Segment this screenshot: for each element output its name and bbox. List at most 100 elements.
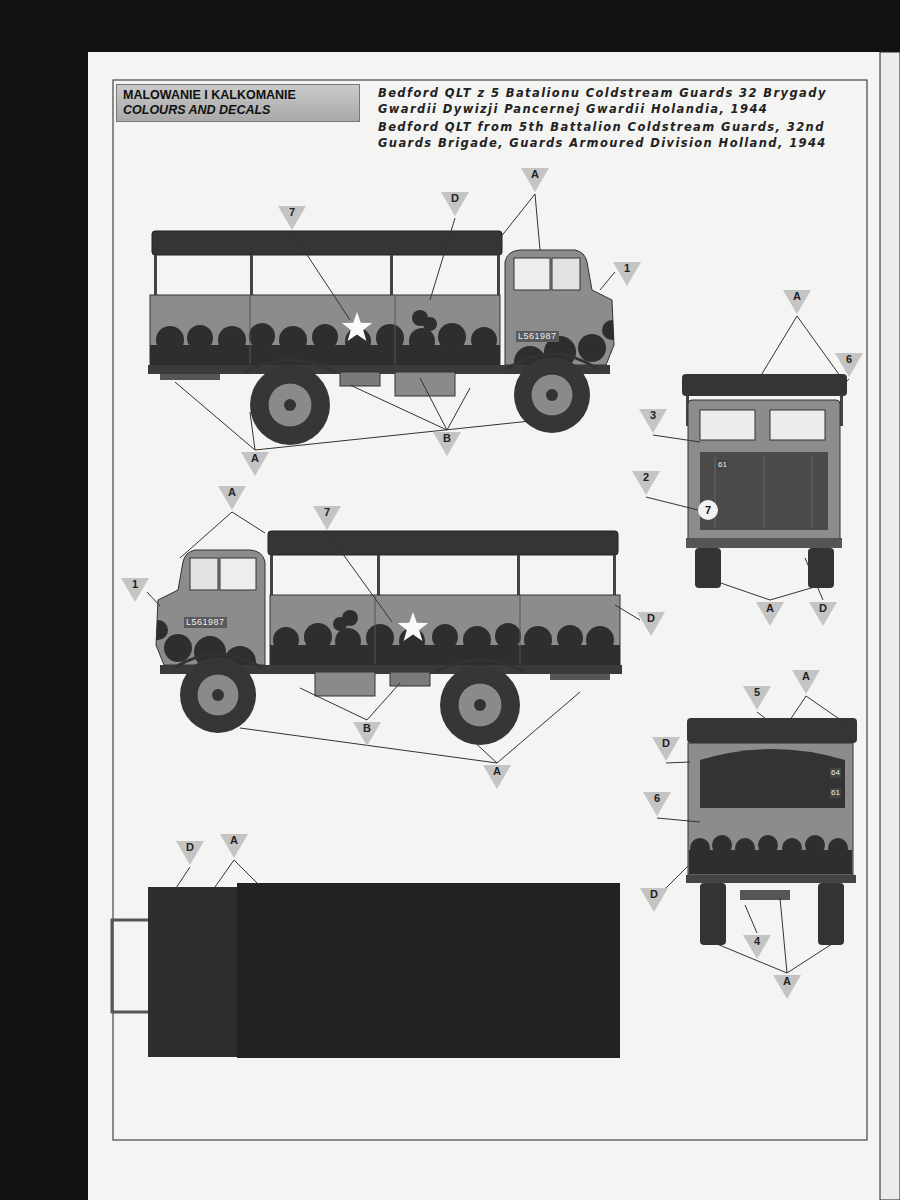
top-view	[112, 883, 620, 1058]
callout-number: A	[521, 168, 549, 192]
callout-number: D	[176, 841, 204, 865]
art-shape	[237, 883, 620, 1058]
art-shape	[805, 835, 825, 855]
callout-number: D	[652, 737, 680, 761]
frame	[113, 80, 867, 1140]
truck-left	[148, 531, 622, 745]
art-shape	[292, 232, 350, 320]
registration-number: L561987	[516, 331, 559, 342]
header-subtitle: COLOURS AND DECALS	[123, 103, 353, 118]
art-shape	[175, 382, 540, 450]
art-shape	[735, 838, 755, 858]
art-shape	[812, 456, 813, 528]
registration-number: L561987	[184, 617, 227, 628]
art-shape	[805, 558, 823, 600]
art-shape	[215, 860, 258, 887]
callout-number: A	[241, 452, 269, 476]
subject-description: Bedford QLT z 5 Batalionu Coldstream Gua…	[378, 85, 828, 117]
art-shape	[712, 580, 818, 600]
art-shape	[764, 456, 765, 528]
art-shape	[600, 272, 615, 290]
art-shape	[700, 410, 755, 440]
callout-number: A	[756, 602, 784, 626]
subject-description: Bedford QLT from 5th Battalion Coldstrea…	[378, 119, 828, 151]
paper	[88, 52, 880, 1200]
art-shape	[112, 920, 150, 1012]
callout-number: 5	[743, 686, 771, 710]
rear-view	[686, 718, 857, 945]
art-shape	[818, 883, 844, 945]
callout-number: D	[637, 612, 665, 636]
callout-number: D	[809, 602, 837, 626]
art-shape	[782, 838, 802, 858]
art-shape	[690, 838, 710, 858]
art-shape	[790, 696, 848, 725]
callout-number: 6	[835, 353, 863, 377]
art-shape	[688, 743, 853, 875]
art-shape	[828, 838, 848, 858]
art-shape	[712, 898, 835, 973]
unit-marking: 61	[717, 460, 728, 470]
callout-number: B	[353, 722, 381, 746]
art-shape	[689, 835, 852, 874]
art-shape	[808, 548, 834, 588]
art-shape	[700, 883, 726, 945]
art-shape	[646, 497, 698, 510]
callout-number: 1	[613, 262, 641, 286]
callout-number: 3	[639, 409, 667, 433]
art-shape	[745, 905, 757, 933]
callout-number: A	[220, 834, 248, 858]
callout-number: A	[218, 486, 246, 510]
callout-number: 6	[643, 792, 671, 816]
callout-number: 4	[743, 935, 771, 959]
art-shape	[240, 692, 580, 763]
art-shape	[838, 379, 849, 390]
art-shape	[657, 818, 700, 822]
header-title: MALOWANIE I KALKOMANIE	[123, 88, 353, 103]
art-shape	[686, 538, 842, 548]
art-shape	[300, 683, 400, 720]
art-shape	[148, 887, 238, 1057]
callout-number: A	[773, 975, 801, 999]
callout-number: 7	[313, 506, 341, 530]
leader-lines	[147, 194, 849, 973]
art-shape	[500, 194, 540, 250]
art-shape	[700, 749, 845, 808]
art-shape	[712, 835, 732, 855]
art-shape	[350, 378, 470, 430]
art-shape	[760, 316, 843, 380]
art-shape	[758, 835, 778, 855]
callout-number: D	[640, 888, 668, 912]
art-shape	[682, 374, 847, 396]
bridge-class-disc: 7	[698, 500, 718, 520]
front-view	[682, 374, 847, 588]
callout-number: A	[783, 290, 811, 314]
art-shape	[176, 867, 190, 888]
next-page	[880, 52, 900, 1200]
art-shape	[615, 605, 640, 620]
art-shape	[770, 410, 825, 440]
art-shape	[147, 592, 160, 606]
unit-marking: 64	[830, 768, 841, 778]
art-shape	[740, 890, 790, 900]
art-shape	[653, 435, 700, 442]
callout-number: B	[433, 432, 461, 456]
art-shape	[686, 875, 856, 883]
header-band: MALOWANIE I KALKOMANIECOLOURS AND DECALS	[116, 84, 360, 122]
truck-right	[148, 231, 622, 445]
art-shape	[687, 718, 857, 743]
callout-number: D	[441, 192, 469, 216]
callout-number: 2	[632, 471, 660, 495]
art-shape	[430, 218, 455, 300]
callout-number: A	[792, 670, 820, 694]
art-shape	[666, 762, 690, 763]
art-shape	[180, 512, 265, 558]
art-shape	[688, 400, 840, 545]
callout-number: A	[483, 765, 511, 789]
art-shape	[757, 712, 770, 722]
callout-number: 7	[278, 206, 306, 230]
unit-marking: 61	[830, 788, 841, 798]
callout-number: 1	[121, 578, 149, 602]
art-shape	[700, 452, 828, 530]
art-shape	[327, 532, 392, 622]
